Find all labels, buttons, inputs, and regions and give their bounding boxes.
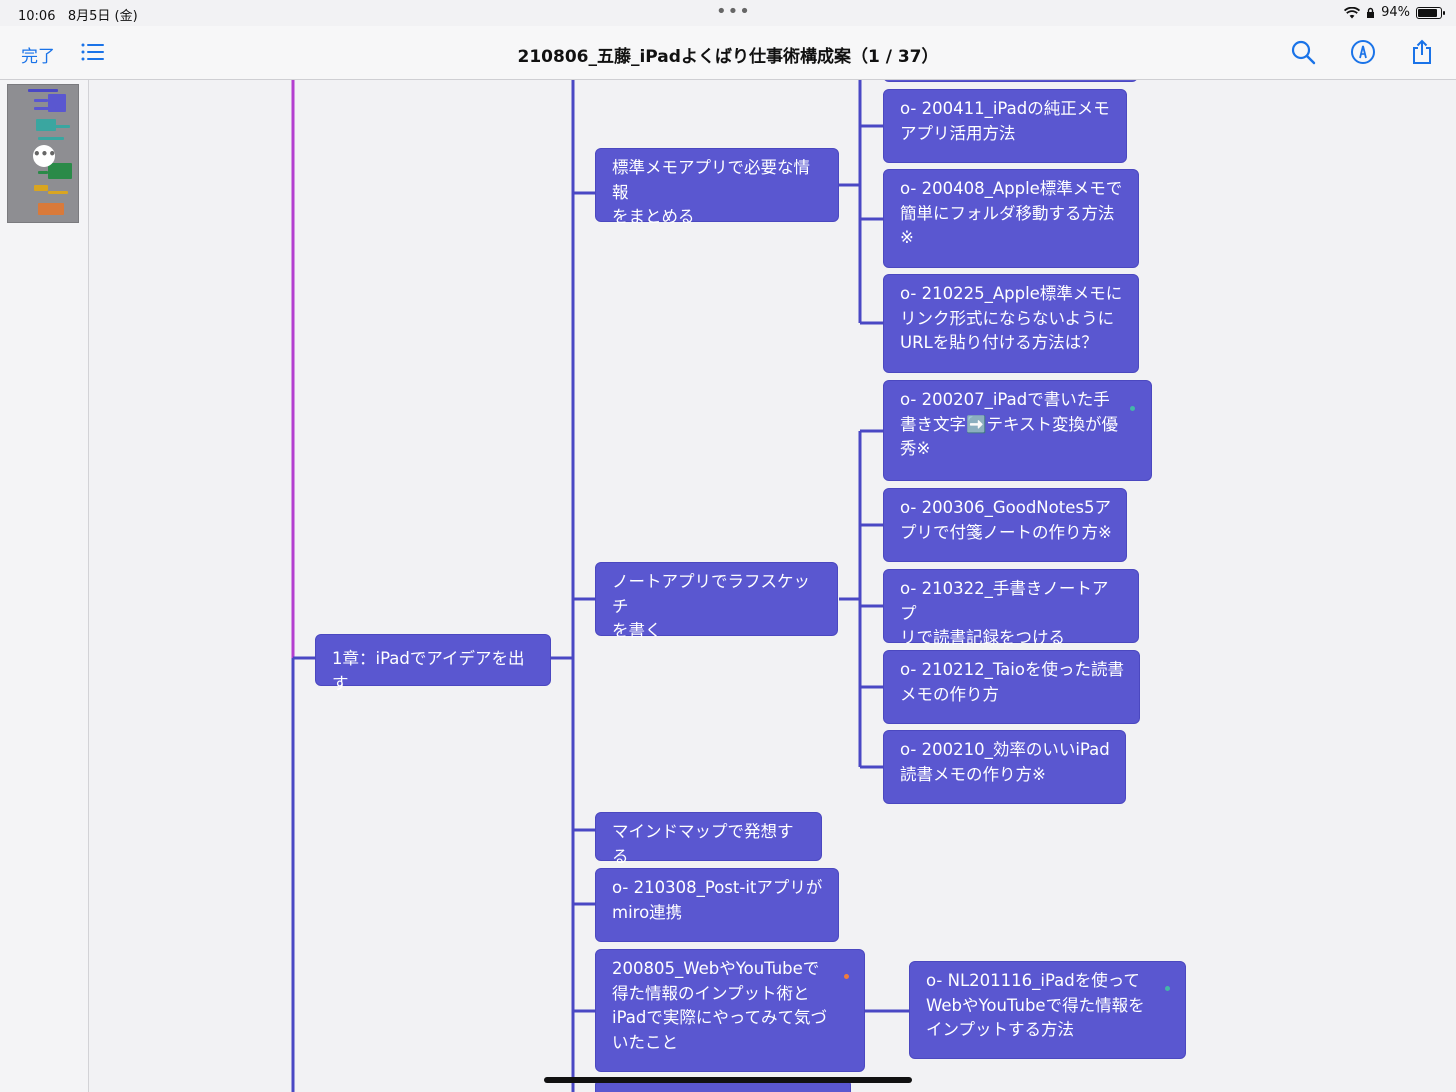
leaf-node[interactable]: o- NL201116_iPadを使って WebやYouTubeで得た情報を イ… [909,961,1186,1059]
chapter-node[interactable]: 1章：iPadでアイデアを出す [315,634,551,693]
battery-percent: 94% [1381,5,1410,20]
connector-lines [291,80,909,1092]
home-indicator[interactable] [544,1077,912,1083]
leaf-node[interactable]: o- 200207_iPadで書いた手 書き文字➡️テキスト変換が優 秀※ [883,380,1152,481]
orientation-lock-icon [1367,7,1375,18]
more-options-icon[interactable]: ••• [33,145,56,167]
branch-node-web[interactable]: 200805_WebやYouTubeで 得た情報のインプット術と iPadで実際… [595,949,865,1072]
list-icon[interactable] [81,42,105,62]
status-right: 94% [1344,5,1445,20]
multitasking-dots-icon[interactable]: ••• [716,1,751,22]
page-thumbnail-sidebar: ••• [0,80,89,1092]
battery-icon [1416,6,1445,19]
branch-node-memo[interactable]: 標準メモアプリで必要な情報 をまとめる [595,148,839,226]
status-bar: 10:06 8月5日 (金) ••• 94% [0,0,1456,26]
status-time: 10:06 8月5日 (金) [18,9,138,24]
leaf-node[interactable]: o- 210225_Apple標準メモに リンク形式にならないように URLを貼… [883,274,1139,373]
leaf-node[interactable]: o- 200411_iPadの純正メモ アプリ活用方法 [883,89,1127,163]
branch-node-note[interactable]: ノートアプリでラフスケッチ を書く [595,562,838,640]
share-icon[interactable] [1409,39,1435,65]
document-title: 210806_五藤_iPadよくばり仕事術構成案（1 / 37） [517,47,939,67]
search-icon[interactable] [1290,39,1316,65]
toolbar: 完了 210806_五藤_iPadよくばり仕事術構成案（1 / 37） [0,26,1456,80]
mindmap-canvas[interactable]: 1章：iPadでアイデアを出す 標準メモアプリで必要な情報 をまとめる ノートア… [89,80,1456,1092]
leaf-node[interactable]: o- 200408_Apple標準メモで 簡単にフォルダ移動する方法 ※ [883,169,1139,268]
marker-dot [1165,986,1170,991]
page-thumbnail[interactable]: ••• [7,84,79,223]
leaf-node[interactable]: o- 200306_GoodNotes5ア プリで付箋ノートの作り方※ [883,488,1127,562]
marker-dot [844,974,849,979]
mindmap-node-partial[interactable] [883,80,1138,82]
branch-node-mindmap[interactable]: マインドマップで発想する [595,812,822,866]
branch-node-postit[interactable]: o- 210308_Post-itアプリが miro連携 [595,868,839,942]
leaf-node[interactable]: o- 210212_Taioを使った読書 メモの作り方 [883,650,1140,724]
wifi-icon [1344,6,1361,18]
leaf-node[interactable]: o- 210322_手書きノートアプ リで読書記録をつける [883,569,1139,647]
marker-dot [1130,406,1135,411]
markup-pen-icon[interactable] [1350,39,1376,65]
done-button[interactable]: 完了 [21,47,55,67]
leaf-node[interactable]: o- 200210_効率のいいiPad 読書メモの作り方※ [883,730,1126,804]
